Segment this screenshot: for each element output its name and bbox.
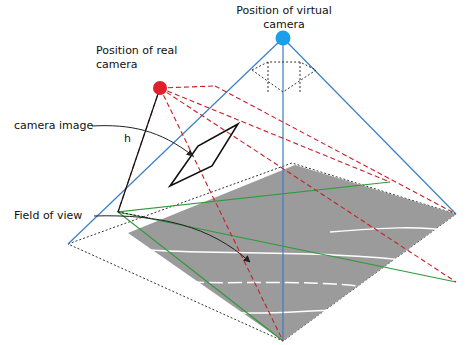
- camera-image-plane: [170, 124, 238, 186]
- virtual-image-plane: [252, 62, 316, 92]
- virtual-pyramid: [68, 38, 456, 341]
- callout-label: Field of view: [14, 209, 98, 223]
- view-edge: [118, 182, 390, 341]
- height-line: [118, 88, 160, 212]
- camera-label: Position of virtual camera: [236, 4, 332, 32]
- leader-line: [92, 126, 193, 156]
- leader-line: [94, 216, 250, 262]
- callout-label: camera image: [14, 119, 94, 133]
- view-edge: [118, 212, 456, 282]
- road-line: [330, 228, 456, 232]
- virtual-camera: [276, 31, 291, 46]
- camera-label: Position of real camera: [96, 44, 196, 72]
- road-line: [150, 250, 420, 262]
- ground-plane: [128, 165, 456, 341]
- camera-ray: [118, 86, 456, 341]
- dimension-label: h: [124, 132, 144, 146]
- ground-outline: [68, 163, 456, 341]
- real-camera: [153, 81, 167, 95]
